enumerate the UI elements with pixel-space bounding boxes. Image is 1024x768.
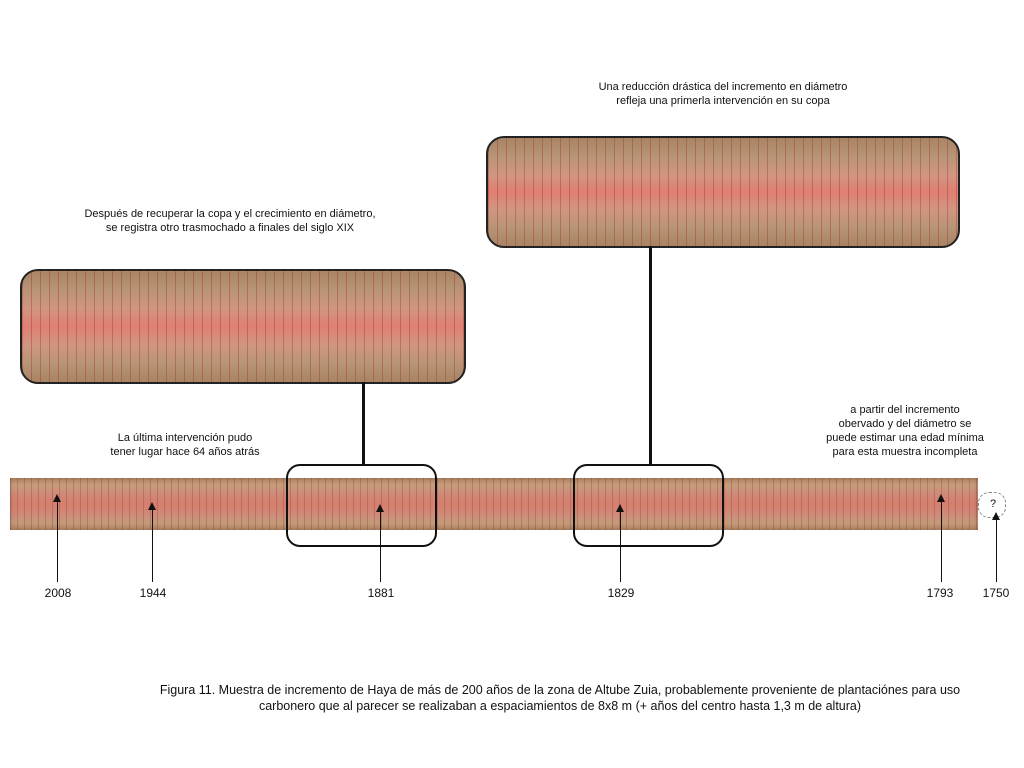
year-label: 1750 xyxy=(982,586,1010,600)
core-end-question-mark: ? xyxy=(989,498,997,510)
marker-arrow-head xyxy=(53,494,61,502)
zoom-image-1829 xyxy=(486,136,960,248)
annotation-first-intervention: Una reducción drástica del incremento en… xyxy=(560,80,886,108)
marker-arrow-line xyxy=(380,510,381,582)
annotation-line: tener lugar hace 64 años atrás xyxy=(110,446,260,458)
marker-arrow-line xyxy=(941,500,942,582)
marker-arrow-head xyxy=(148,502,156,510)
marker-arrow-head xyxy=(937,494,945,502)
connector-line-1881 xyxy=(362,382,365,464)
year-label: 1793 xyxy=(926,586,954,600)
marker-arrow-line xyxy=(152,508,153,582)
figure-caption: Figura 11. Muestra de incremento de Haya… xyxy=(120,682,1000,714)
annotation-line: Una reducción drástica del incremento en… xyxy=(598,81,848,93)
annotation-line: a partir del incremento xyxy=(850,404,960,416)
year-label: 1944 xyxy=(139,586,167,600)
annotation-age-estimate: a partir del incremento obervado y del d… xyxy=(800,403,1010,459)
caption-line: Figura 11. Muestra de incremento de Haya… xyxy=(159,683,961,697)
marker-arrow-head xyxy=(992,512,1000,520)
caption-line: carbonero que al parecer se realizaban a… xyxy=(258,699,862,713)
annotation-line: se registra otro trasmochado a finales d… xyxy=(105,222,355,234)
marker-arrow-line xyxy=(996,518,997,582)
annotation-line: Después de recuperar la copa y el crecim… xyxy=(84,208,376,220)
marker-arrow-head xyxy=(376,504,384,512)
year-label: 1881 xyxy=(367,586,395,600)
annotation-line: refleja una primerla intervención en su … xyxy=(616,95,830,107)
annotation-line: obervado y del diámetro se xyxy=(838,418,972,430)
annotation-last-intervention: La última intervención pudo tener lugar … xyxy=(70,431,300,459)
marker-arrow-line xyxy=(620,510,621,582)
year-label: 2008 xyxy=(44,586,72,600)
core-sample-strip xyxy=(10,478,978,530)
marker-arrow-line xyxy=(57,500,58,582)
zoom-image-1881 xyxy=(20,269,466,384)
connector-line-1829 xyxy=(649,246,652,464)
highlight-frame-1829 xyxy=(573,464,724,547)
annotation-second-pollarding: Después de recuperar la copa y el crecim… xyxy=(40,207,420,235)
highlight-frame-1881 xyxy=(286,464,437,547)
year-label: 1829 xyxy=(607,586,635,600)
annotation-line: para esta muestra incompleta xyxy=(832,446,978,458)
annotation-line: La última intervención pudo xyxy=(117,432,253,444)
annotation-line: puede estimar una edad mínima xyxy=(826,432,984,444)
marker-arrow-head xyxy=(616,504,624,512)
